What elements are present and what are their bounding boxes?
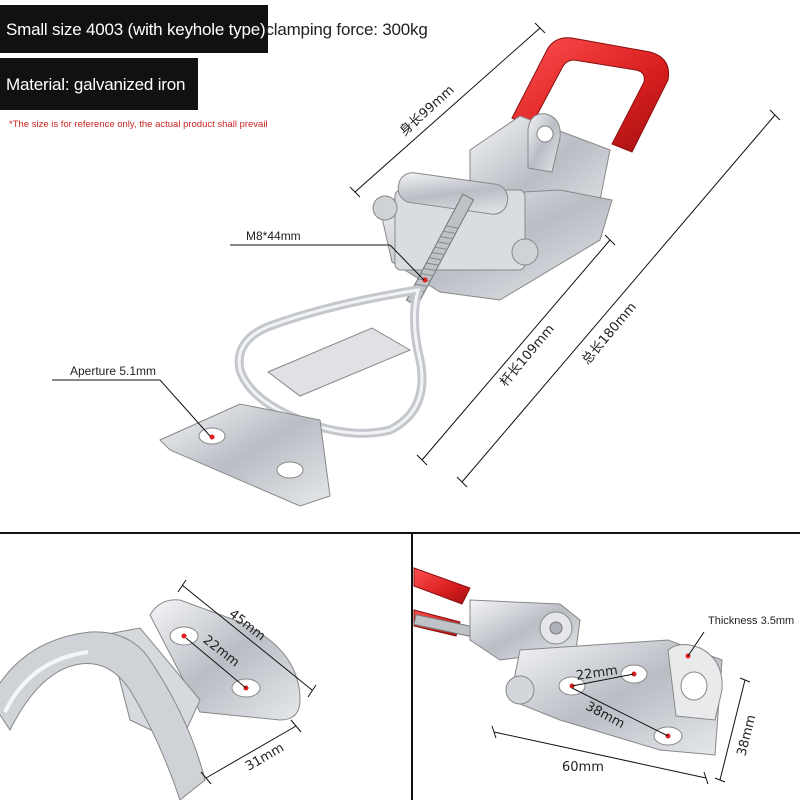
headline-line1-part2: clamping force: 300kg [265,19,428,39]
dimension-lines-bottom-right [491,631,751,785]
width-60-label: 60mm [562,760,604,775]
latch-keeper-detail [0,599,301,800]
latch-top-view [159,37,670,507]
headline-line1-part1: Small size 4003 (with keyhole type) [6,19,266,39]
aperture-label: Aperture 5.1mm [70,364,157,378]
thickness-label: Thickness 3.5mm [708,615,795,627]
headline-banner-2: Material: galvanized iron [0,58,198,110]
disclaimer-note: *The size is for reference only, the act… [9,119,268,130]
thread-label: M8*44mm [246,229,301,243]
headline-banner-1: Small size 4003 (with keyhole type) clam… [0,5,428,53]
headline-line2: Material: galvanized iron [6,74,186,94]
dimension-lines-bottom-left [177,579,317,785]
latch-plate-detail [413,567,723,756]
dimension-lines-top [52,22,781,488]
red-grip [511,37,670,153]
